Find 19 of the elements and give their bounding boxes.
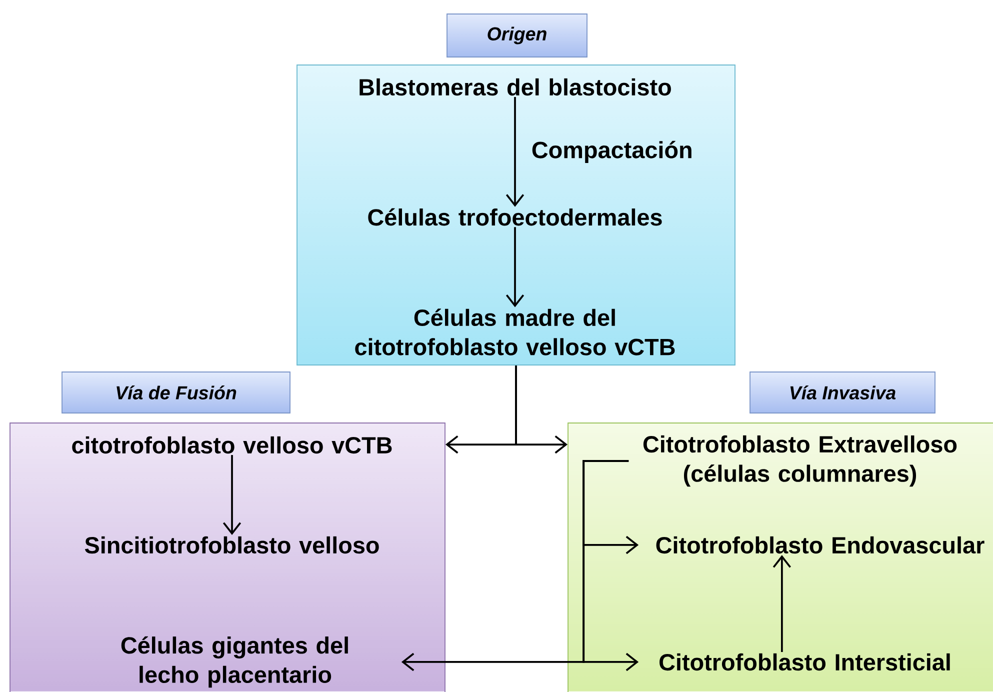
cell-label: Sincitiotrofoblasto velloso: [84, 536, 379, 554]
cell-label: citotrofoblasto velloso vCTB: [72, 436, 392, 454]
node-label: Vía Invasiva: [790, 386, 896, 400]
node-label: Origen: [488, 26, 546, 44]
cell-label: Citotrofoblasto Extravelloso (células columnares): [643, 435, 957, 487]
cell-label: Citotrofoblasto Intersticial: [660, 653, 950, 671]
cell-label: Células trofoectodermales: [368, 208, 662, 226]
cell-label: Citotrofoblasto Endovascular: [656, 536, 984, 554]
arrow: [401, 460, 629, 672]
cell-label: Blastomeras del blastocisto: [360, 78, 671, 96]
cell-label: Células madre del citotrofoblasto velloso vCTB: [355, 308, 675, 356]
arrow: [506, 97, 524, 207]
arrow: [772, 555, 791, 652]
arrow: [506, 227, 524, 308]
edge-label: Compactación: [532, 140, 692, 163]
arrow: [222, 455, 242, 535]
cell-label: Células gigantes del lecho placentario: [121, 636, 348, 688]
arrow: [515, 365, 568, 454]
node-label: Vía de Fusión: [116, 386, 236, 400]
